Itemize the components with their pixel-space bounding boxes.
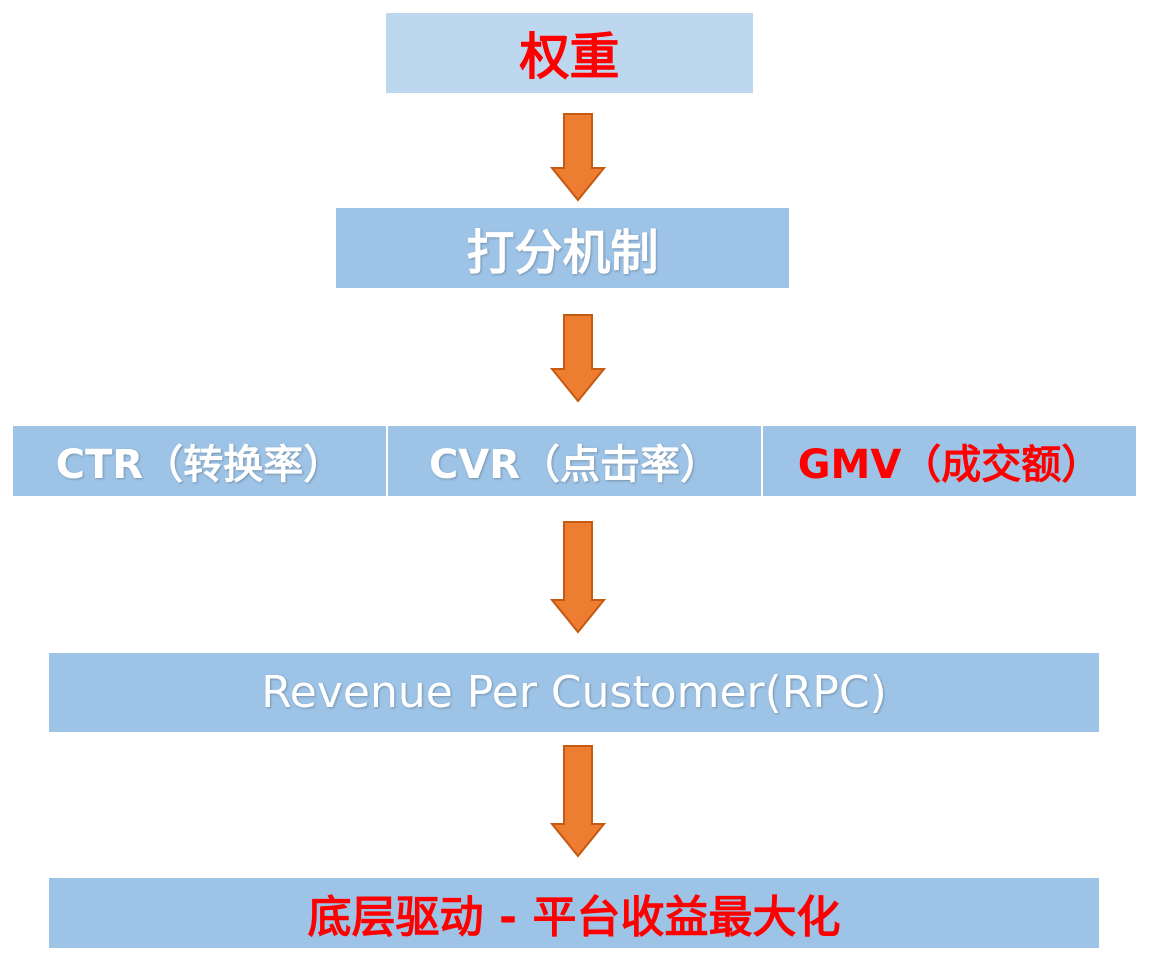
- node-weight-label: 权重: [519, 28, 620, 86]
- node-rpc: Revenue Per Customer(RPC): [49, 653, 1099, 732]
- node-platform-revenue-maximization: 底层驱动 - 平台收益最大化: [49, 878, 1099, 948]
- node-ctr: CTR（转换率）: [13, 426, 386, 496]
- node-gmv: GMV（成交额）: [763, 426, 1136, 496]
- node-scoring-label: 打分机制: [466, 225, 659, 281]
- node-cvr: CVR（点击率）: [388, 426, 761, 496]
- node-cvr-label: CVR（点击率）: [428, 442, 721, 488]
- node-rpc-label: Revenue Per Customer(RPC): [261, 667, 887, 718]
- node-bottom-label: 底层驱动 - 平台收益最大化: [307, 892, 841, 943]
- down-arrow-icon: [549, 314, 607, 403]
- down-arrow-icon: [549, 521, 607, 634]
- down-arrow-icon: [549, 745, 607, 858]
- node-ctr-label: CTR（转换率）: [55, 442, 344, 488]
- node-weight: 权重: [386, 13, 753, 93]
- down-arrow-icon: [549, 113, 607, 202]
- node-gmv-label: GMV（成交额）: [797, 442, 1102, 488]
- node-scoring-mechanism: 打分机制: [336, 208, 789, 288]
